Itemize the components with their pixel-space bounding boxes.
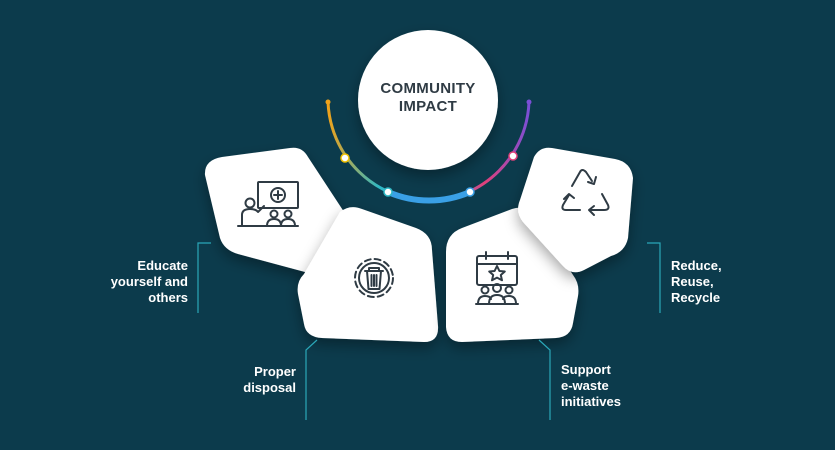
card-educate bbox=[204, 147, 351, 275]
recycle-icon bbox=[561, 169, 610, 216]
arc-dot bbox=[526, 99, 532, 105]
label-line: disposal bbox=[243, 380, 296, 395]
label-line: initiatives bbox=[561, 394, 621, 409]
label-line: Support bbox=[561, 362, 611, 377]
arc-dot bbox=[465, 187, 475, 197]
label-line: Educate bbox=[137, 258, 188, 273]
arc-dot bbox=[383, 187, 393, 197]
center-title-line: IMPACT bbox=[398, 98, 458, 115]
label-line: e-waste bbox=[561, 378, 609, 393]
label-line: yourself and bbox=[110, 274, 188, 289]
progress-arc bbox=[325, 99, 532, 204]
arc-dot bbox=[325, 99, 331, 105]
label-line: Reduce, bbox=[671, 258, 722, 273]
center-title-line: COMMUNITY bbox=[380, 80, 476, 97]
gear-trash-bin-icon bbox=[354, 258, 394, 298]
connector-support bbox=[538, 339, 551, 420]
teacher-presentation-icon bbox=[237, 181, 299, 227]
connector-reduce bbox=[647, 242, 661, 313]
center-title: COMMUNITY IMPACT bbox=[358, 80, 498, 116]
calendar-star-community-icon bbox=[475, 251, 519, 305]
label-line: Proper bbox=[254, 364, 296, 379]
center-circle bbox=[358, 30, 498, 170]
connector-proper-disposal bbox=[305, 339, 318, 420]
connector-lines bbox=[197, 242, 661, 420]
label-educate: Educate yourself and others bbox=[111, 258, 188, 306]
arc-dot bbox=[340, 153, 350, 163]
arc-dot bbox=[508, 151, 518, 161]
label-reduce-reuse-recycle: Reduce, Reuse, Recycle bbox=[671, 258, 722, 306]
label-support-e-waste: Support e-waste initiatives bbox=[561, 362, 621, 410]
label-proper-disposal: Proper disposal bbox=[243, 364, 296, 396]
label-line: Recycle bbox=[671, 290, 721, 305]
label-line: Reuse, bbox=[671, 274, 714, 289]
connector-educate bbox=[197, 242, 211, 313]
label-line: others bbox=[148, 290, 188, 305]
